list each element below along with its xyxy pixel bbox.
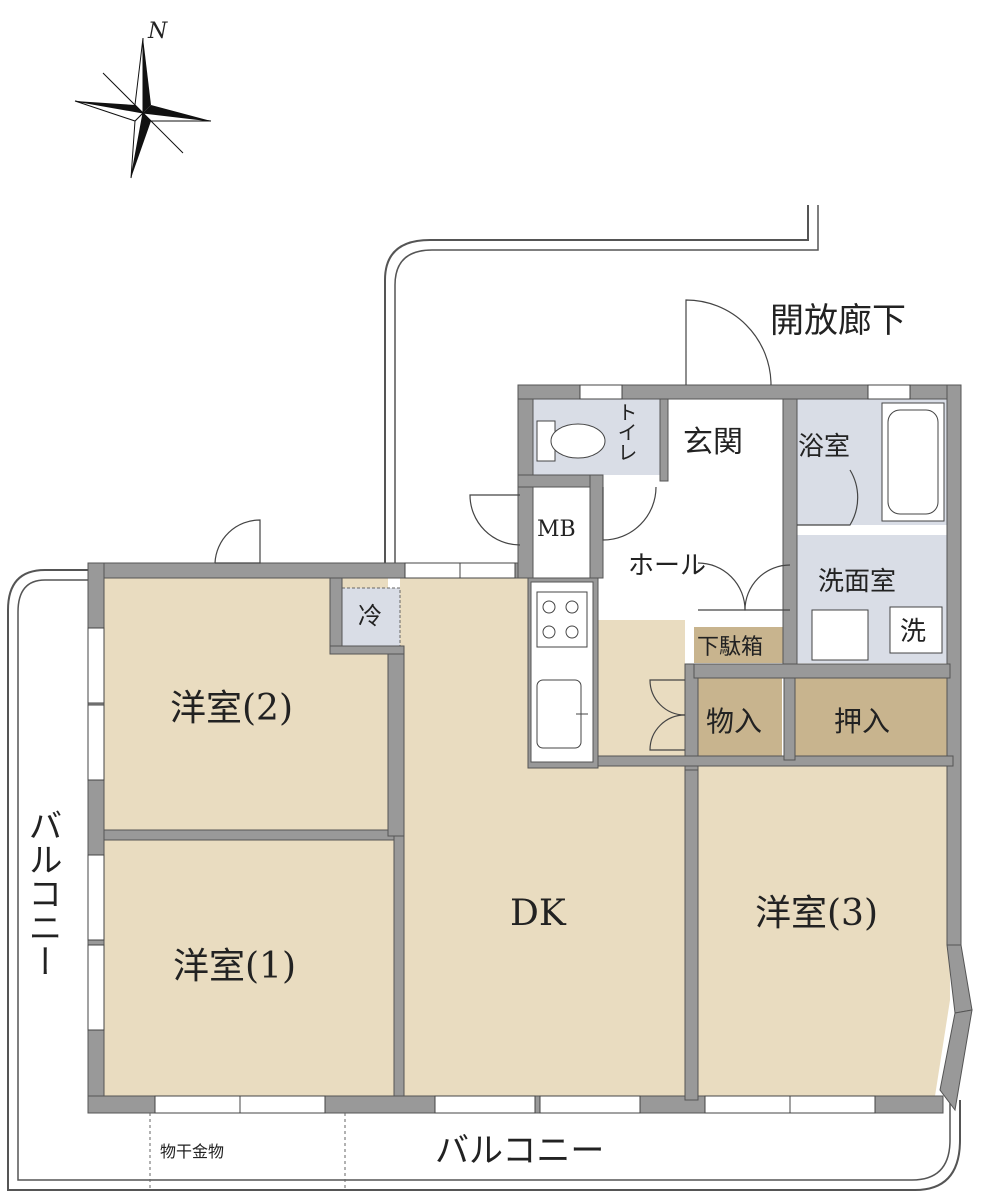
balcony-outline bbox=[7, 569, 961, 1191]
room-closet bbox=[795, 678, 950, 756]
compass-north-label: N bbox=[147, 19, 168, 44]
bathtub-icon bbox=[881, 402, 945, 522]
label-balcony-south: バルコニー bbox=[435, 1131, 604, 1171]
label-genkan: 玄関 bbox=[683, 425, 743, 460]
label-balcony-west: バルコニー bbox=[22, 808, 62, 978]
room-shoebox bbox=[694, 627, 784, 663]
label-fridge: 冷 bbox=[358, 602, 382, 630]
label-dk: DK bbox=[510, 893, 567, 934]
corridor-rail-inner bbox=[394, 205, 819, 565]
toilet-icon bbox=[536, 420, 606, 462]
label-shoebox: 下駄箱 bbox=[697, 635, 763, 660]
label-washroom: 洗面室 bbox=[818, 567, 896, 597]
label-storage: 物入 bbox=[706, 705, 762, 738]
compass-icon bbox=[74, 37, 212, 179]
windows bbox=[87, 384, 911, 1114]
label-western3: 洋室(3) bbox=[755, 893, 878, 934]
label-bath: 浴室 bbox=[798, 432, 850, 462]
room-storage bbox=[696, 678, 782, 756]
kitchen-counter bbox=[530, 581, 594, 763]
corridor-label: 開放廊下 bbox=[770, 301, 906, 341]
washer-space bbox=[889, 606, 943, 654]
door-swings bbox=[214, 299, 859, 751]
label-closet: 押入 bbox=[834, 705, 890, 738]
label-washer: 洗 bbox=[900, 617, 926, 647]
room-western1 bbox=[104, 840, 394, 1096]
room-dk bbox=[400, 578, 690, 1096]
stove-icon bbox=[536, 591, 588, 648]
room-western3 bbox=[698, 765, 950, 1096]
label-toilet: トイレ bbox=[614, 402, 638, 462]
sink-icon bbox=[536, 679, 588, 749]
washbasin-icon bbox=[811, 609, 869, 661]
corridor-rail bbox=[384, 205, 809, 565]
label-western1: 洋室(1) bbox=[173, 946, 296, 987]
balcony-inner-line bbox=[17, 579, 951, 1181]
label-hall: ホール bbox=[628, 551, 706, 581]
label-mb: MB bbox=[537, 517, 576, 542]
label-western2: 洋室(2) bbox=[170, 688, 293, 729]
label-drying-hardware: 物干金物 bbox=[160, 1142, 224, 1161]
